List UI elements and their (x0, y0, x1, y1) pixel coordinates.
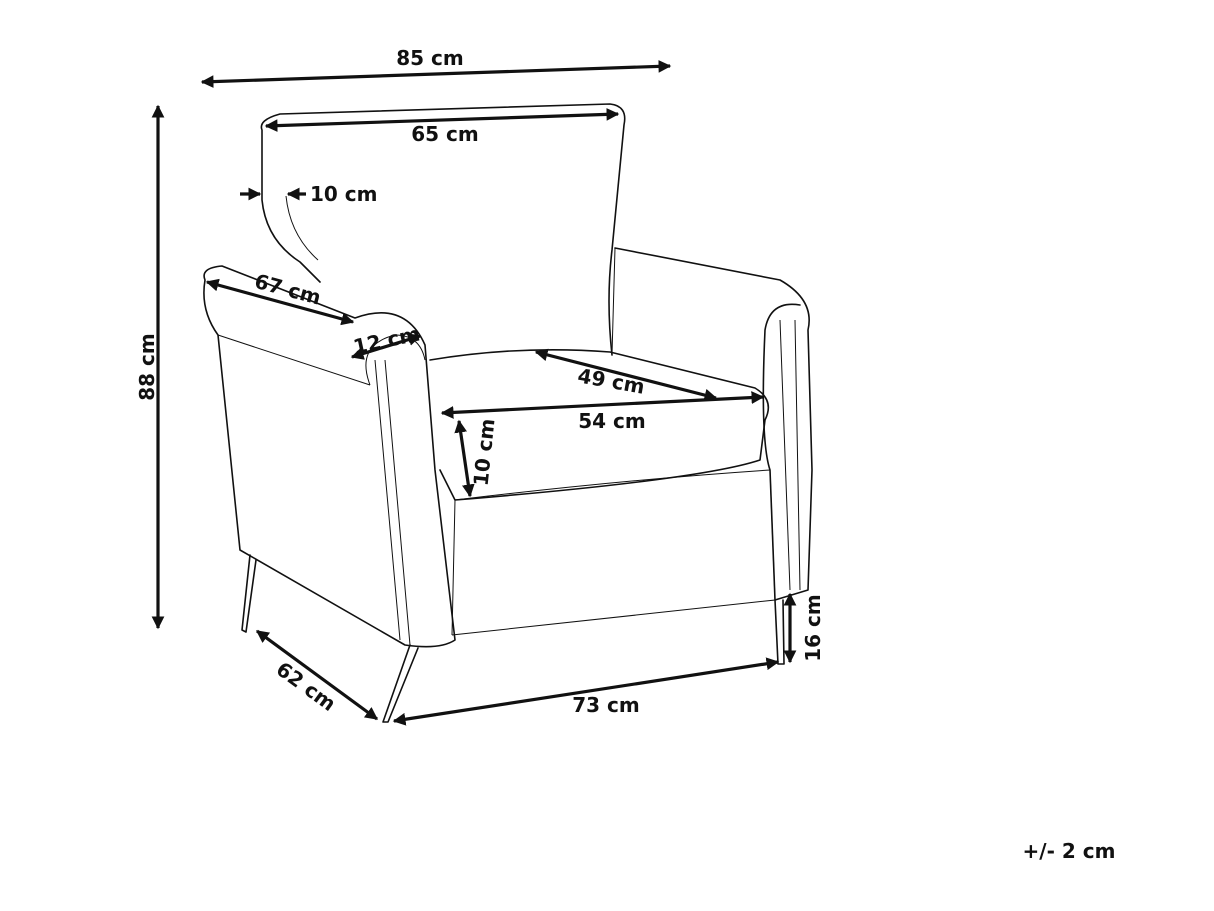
backrest-width-arrow (264, 107, 620, 133)
seat-depth-arrow (534, 348, 718, 402)
seat-cushion-height-label: 10 cm (469, 417, 500, 487)
overall-depth-arrow (255, 629, 379, 721)
base-width-label: 73 cm (572, 693, 640, 717)
dimension-arrows (151, 59, 797, 726)
armrest-width-label: 12 cm (351, 321, 422, 359)
seat-cushion-height-arrow (454, 419, 475, 498)
tolerance-label: +/- 2 cm (1023, 839, 1116, 863)
seat-width-arrow (440, 391, 765, 419)
armrest-width-arrow (350, 333, 422, 360)
seat-width-label: 54 cm (578, 409, 646, 433)
overall-width-arrow (200, 59, 672, 89)
armchair-outline (203, 103, 813, 723)
overall-height-label: 88 cm (135, 333, 159, 401)
dimension-labels: 85 cm 65 cm 10 cm 88 cm 67 cm 12 cm 49 c… (135, 46, 1115, 863)
overall-width-label: 85 cm (396, 46, 464, 70)
seat-depth-label: 49 cm (576, 363, 647, 398)
backrest-depth-label: 10 cm (310, 182, 378, 206)
leg-height-label: 16 cm (801, 594, 825, 662)
backrest-width-label: 65 cm (411, 122, 479, 146)
armrest-length-arrow (205, 278, 355, 326)
base-width-arrow (392, 657, 780, 726)
